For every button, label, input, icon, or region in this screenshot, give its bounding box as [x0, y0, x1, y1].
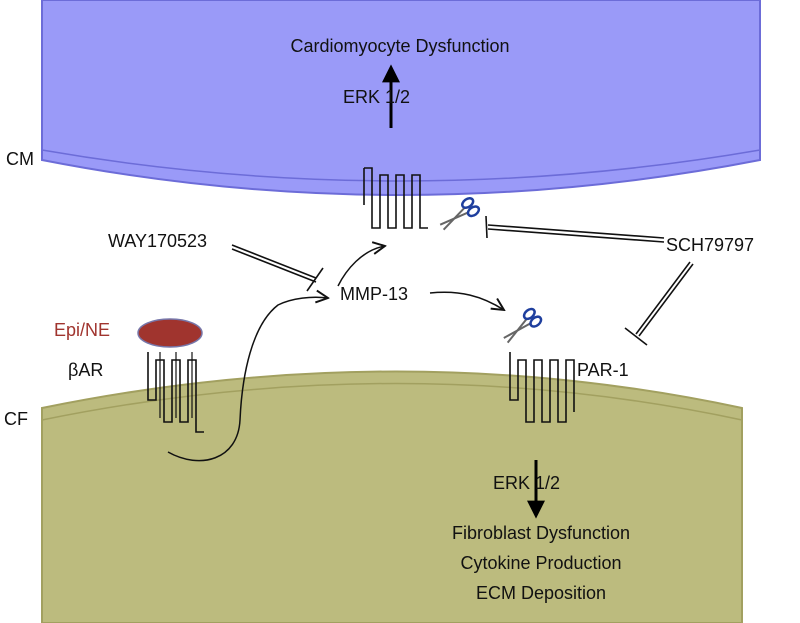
receptor-icon [147, 352, 204, 433]
sch-inhibition-lower [624, 261, 694, 346]
fibroblast-cell [41, 370, 743, 623]
beta-ar-label: βAR [68, 360, 104, 380]
way-label: WAY170523 [108, 231, 208, 251]
cf-label: CF [4, 409, 28, 429]
erk-top-label: ERK 1/2 [343, 87, 411, 107]
outcome-ecm: ECM Deposition [475, 583, 607, 603]
sch-inhibition-upper [485, 215, 665, 243]
receptor-icon [363, 167, 428, 229]
cleave-cf-arrow [429, 291, 504, 310]
mmp13-label: MMP-13 [340, 284, 409, 304]
epi-label: Epi/NE [54, 320, 111, 340]
erk-bottom-label: ERK 1/2 [493, 473, 561, 493]
outcome-fibroblast: Fibroblast Dysfunction [451, 523, 631, 543]
cm-title: Cardiomyocyte Dysfunction [290, 36, 510, 56]
cardiomyocyte-cell [41, 0, 761, 196]
sch-label: SCH79797 [666, 235, 755, 255]
cleave-cm-arrow [337, 246, 385, 287]
outcome-cytokine: Cytokine Production [460, 553, 622, 573]
way-inhibition [231, 244, 324, 292]
cm-label: CM [6, 149, 34, 169]
ligand-icon [137, 318, 203, 348]
scissors-icon [503, 307, 543, 344]
receptor-icon [509, 352, 575, 423]
scissors-icon [439, 197, 481, 231]
par1-label: PAR-1 [577, 360, 629, 380]
release-arrow [167, 297, 328, 462]
